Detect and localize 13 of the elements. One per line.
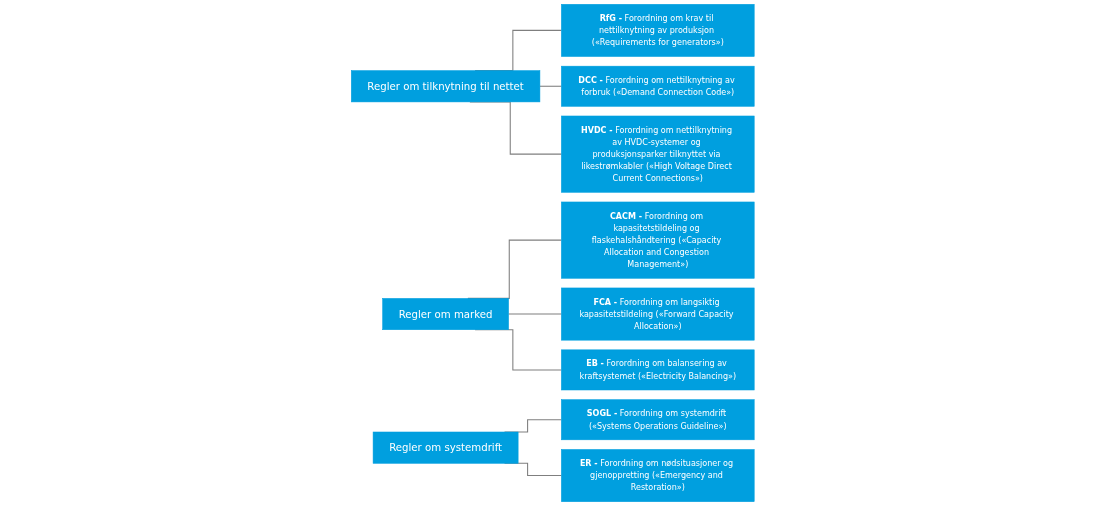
- node-box: DCC - Forordning om nettilknytning av forbruk («Demand Connection Code»): [560, 65, 755, 107]
- node-box: Regler om systemdrift: [372, 431, 519, 464]
- node-box: Regler om marked: [382, 298, 509, 330]
- node-box: ER - Forordning om nødsituasjoner og gjenoppretting («Emergency and Restoration»): [560, 449, 755, 502]
- node-box: HVDC - Forordning om nettilknytning av HVDC-systemer og produksjonsparker tilknyttet via likestrømkabler («High Voltage Direct Current Connections»): [560, 115, 755, 193]
- node-box: Regler om tilknytning til nettet: [350, 70, 540, 103]
- node-box: EB - Forordning om balansering av kraftsystemet («Electricity Balancing»): [560, 349, 755, 391]
- connector: [507, 313, 562, 315]
- connector: [539, 85, 562, 87]
- node-box: CACM - Forordning om kapasitetstildeling og flaskehalshåndtering («Capacity Allocation and Congestion Management»): [560, 201, 755, 279]
- node-box: RfG - Forordning om krav til nettilknytning av produksjon («Requirements for generators»): [560, 4, 755, 57]
- node-box: FCA - Forordning om langsiktig kapasitetstildeling («Forward Capacity Allocation»): [560, 287, 755, 341]
- node-box: SOGL - Forordning om systemdrift («Systems Operations Guideline»): [560, 399, 755, 441]
